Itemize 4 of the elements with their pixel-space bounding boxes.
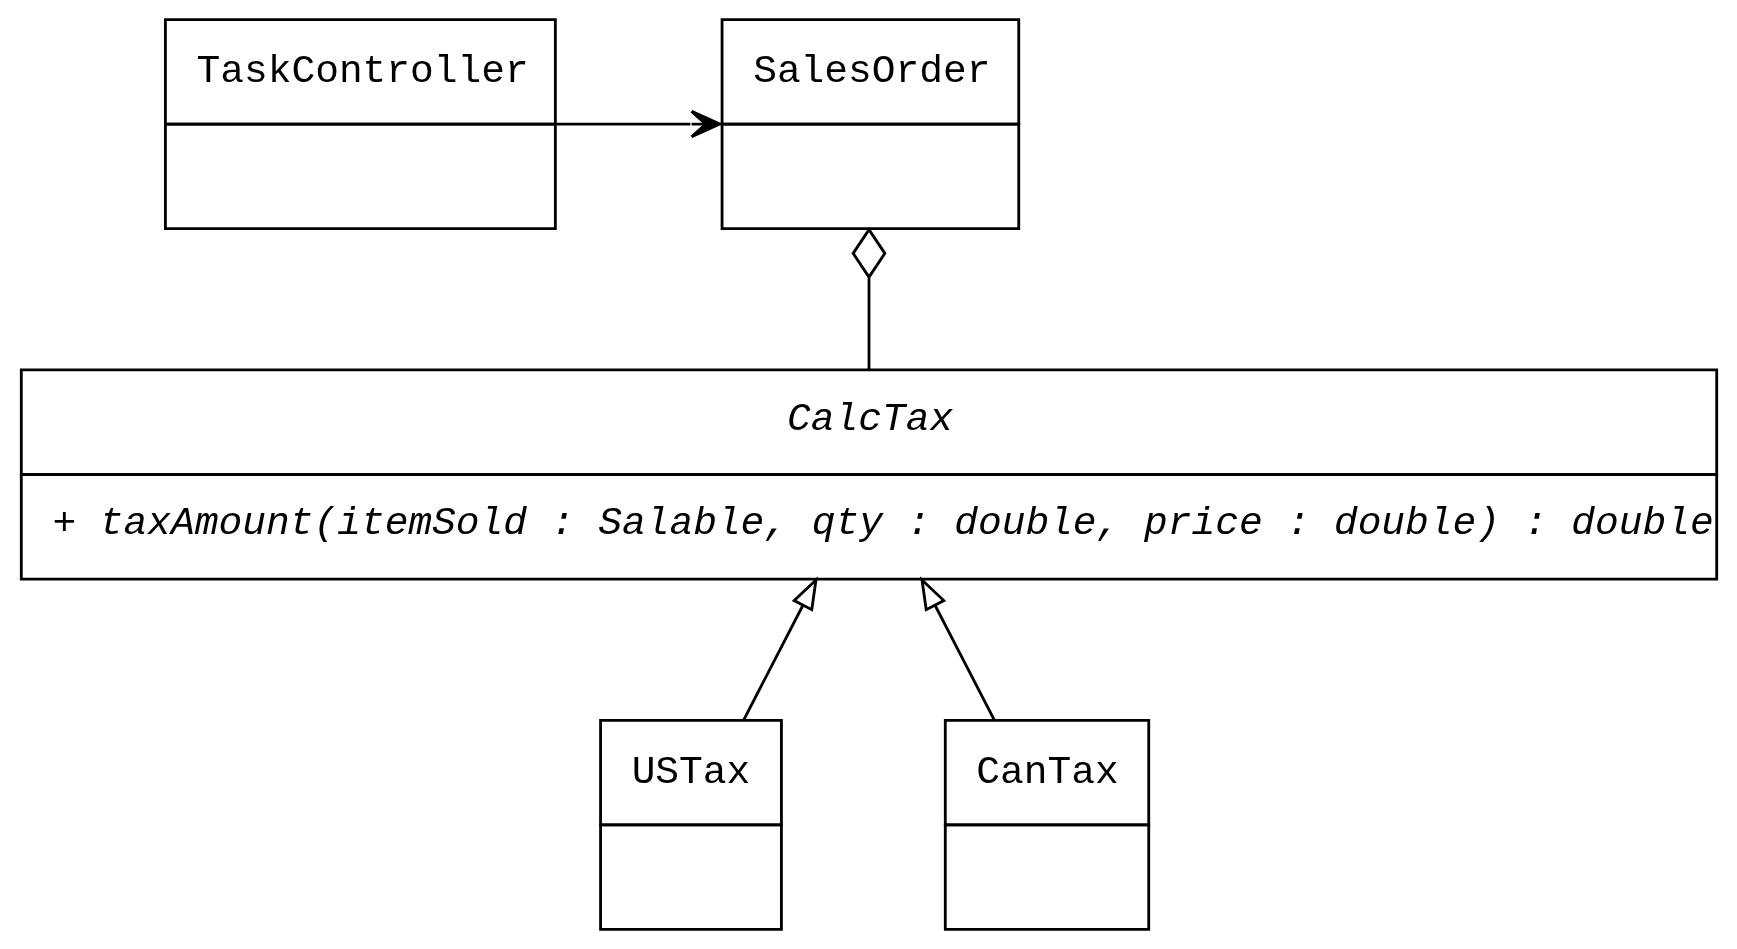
arrow xyxy=(555,110,721,139)
connector xyxy=(850,227,887,370)
arrow xyxy=(919,576,995,721)
arrow xyxy=(742,576,818,721)
